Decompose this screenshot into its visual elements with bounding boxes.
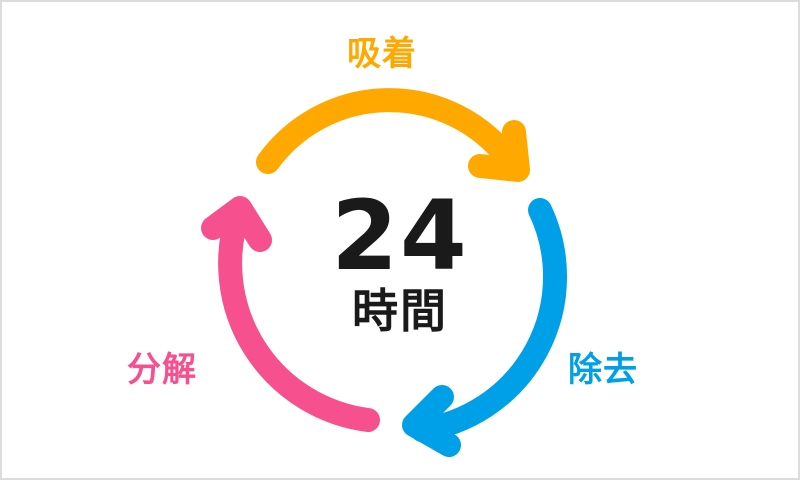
step-label-decomposition: 分解 bbox=[127, 350, 197, 390]
step-label-removal: 除去 bbox=[568, 350, 638, 390]
arrow-removal bbox=[402, 198, 567, 457]
step-label-adsorption: 吸着 bbox=[347, 34, 417, 74]
arrow-adsorption bbox=[256, 88, 530, 182]
center-number: 24 bbox=[331, 180, 469, 292]
arrow-decomposition bbox=[201, 196, 380, 432]
center-unit: 時間 bbox=[352, 284, 448, 338]
